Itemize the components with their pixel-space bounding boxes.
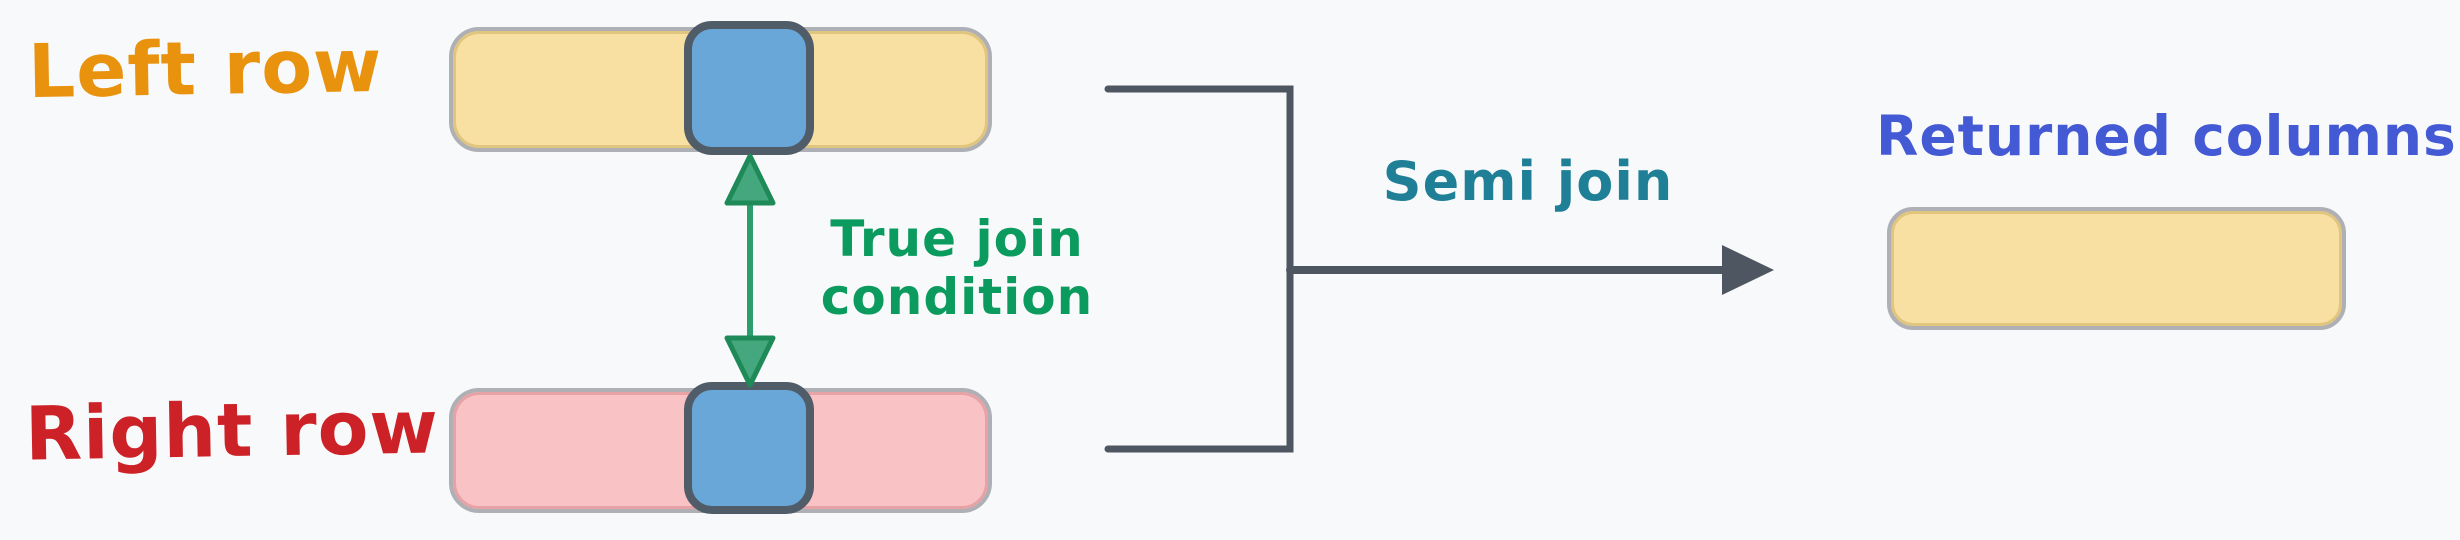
true-join-condition-arrow-icon (724, 153, 776, 388)
returned-columns-label: Returned columns (1876, 104, 2457, 168)
returned-columns-bar (1887, 207, 2346, 330)
left-row-join-key-cell (684, 21, 814, 155)
true-join-condition-label: True join condition (787, 210, 1127, 326)
semi-join-label: Semi join (1382, 150, 1674, 213)
true-join-condition-line1: True join (830, 210, 1084, 268)
rows-bracket (1104, 85, 1294, 453)
semi-join-arrow-icon (1286, 245, 1774, 295)
true-join-condition-line2: condition (820, 268, 1094, 326)
